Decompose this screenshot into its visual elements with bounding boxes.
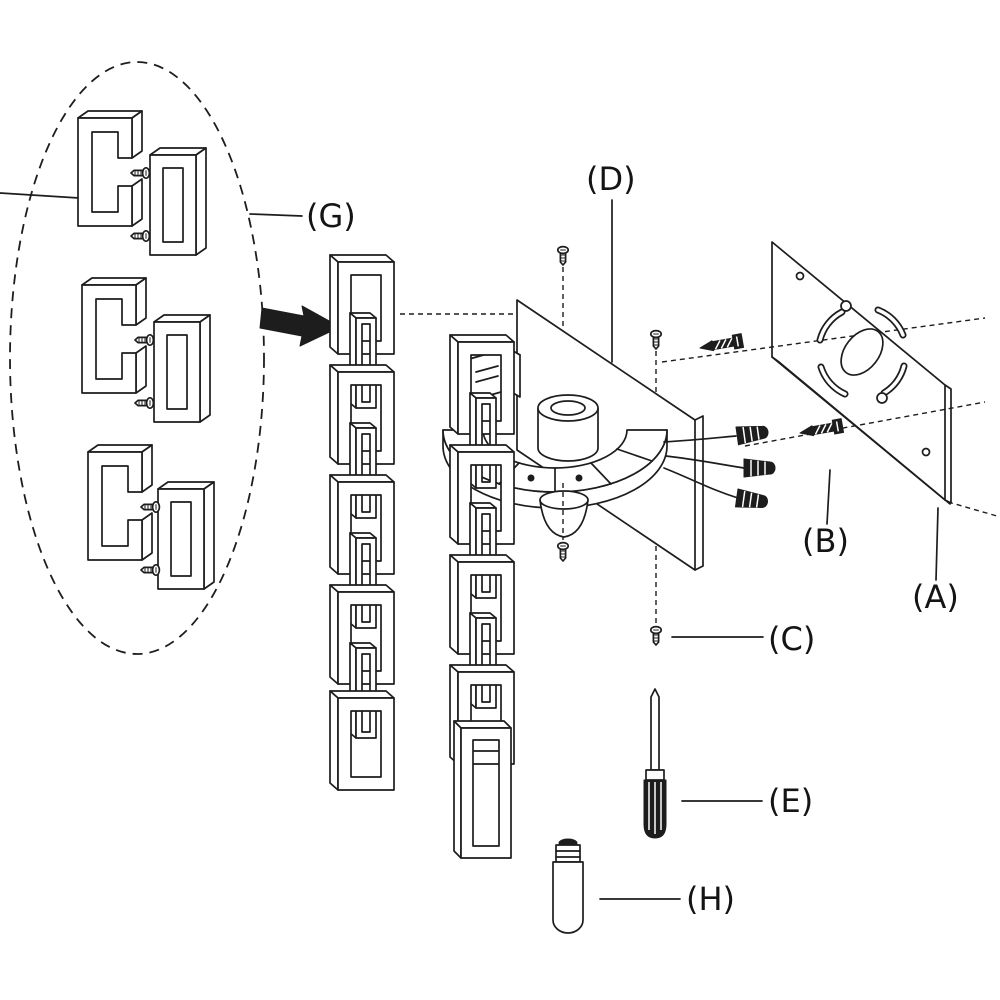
open-chain-link xyxy=(81,277,147,394)
label-a: (A) xyxy=(912,578,959,616)
link-screw xyxy=(140,500,161,514)
mounting-screw xyxy=(798,417,845,441)
wire-connector xyxy=(735,421,770,446)
plate-hole xyxy=(876,392,888,404)
label-d: (D) xyxy=(586,160,636,198)
bracket-screws xyxy=(556,245,663,646)
small-screw-c xyxy=(649,625,663,646)
leader-line-left-edge xyxy=(0,192,80,199)
bracket-thickness-edge xyxy=(694,415,704,571)
wire xyxy=(663,467,739,499)
chain-link-detail-bubble xyxy=(0,61,265,655)
plate-hole xyxy=(921,447,931,457)
chain-link xyxy=(349,312,377,409)
screwdriver-ferrule xyxy=(645,769,665,781)
leader-line-a xyxy=(935,507,939,581)
wiring xyxy=(663,421,776,512)
closed-chain-link xyxy=(157,481,215,590)
plate-center-hole xyxy=(840,328,884,376)
open-chain-link xyxy=(77,110,143,227)
wire-connector xyxy=(734,488,770,512)
chain-link xyxy=(469,612,497,709)
band-screw-dot xyxy=(527,474,535,482)
arrow-right-icon xyxy=(259,305,341,347)
small-screw xyxy=(556,541,570,562)
chain-link xyxy=(329,690,395,791)
chain-link xyxy=(469,502,497,599)
wire xyxy=(665,455,745,469)
chain-left xyxy=(329,254,395,791)
plate-thickness-edge xyxy=(944,384,952,504)
label-e: (E) xyxy=(768,782,813,820)
light-bulb xyxy=(552,838,584,934)
bulb-glass xyxy=(552,861,584,934)
mounting-plate xyxy=(661,241,998,517)
label-b: (B) xyxy=(802,522,849,560)
lower-cup xyxy=(539,490,589,538)
detail-ellipse xyxy=(9,61,265,655)
callouts: (G) (D) (B) (A) (C) (E) (H) xyxy=(249,160,959,918)
axis-dashed-line xyxy=(947,501,998,517)
link-screw xyxy=(130,166,151,180)
label-c: (C) xyxy=(768,620,815,658)
label-h: (H) xyxy=(686,880,735,918)
label-g: (G) xyxy=(306,197,356,235)
open-chain-link xyxy=(87,444,153,561)
leader-line-b xyxy=(826,469,831,525)
link-screw xyxy=(130,229,151,243)
small-screw xyxy=(649,329,663,350)
wire xyxy=(663,435,737,443)
closed-chain-link xyxy=(149,147,207,256)
screwdriver-shaft xyxy=(650,688,660,771)
plate-hole xyxy=(840,300,852,312)
lamp-arm xyxy=(442,347,668,538)
band-screw-dot xyxy=(575,474,583,482)
axis-dashed-line xyxy=(744,401,986,447)
chain-link xyxy=(453,720,512,859)
bulb-base xyxy=(555,844,581,863)
wall-bracket xyxy=(516,299,704,571)
lamp-socket xyxy=(537,394,599,462)
link-screw xyxy=(140,563,161,577)
screwdriver xyxy=(643,688,667,839)
closed-chain-link xyxy=(153,314,211,423)
leader-line-g xyxy=(249,213,303,217)
chain-link xyxy=(349,422,377,519)
chain-link xyxy=(349,532,377,629)
link-screw xyxy=(134,396,155,410)
plate-bottom-edge xyxy=(771,356,951,505)
plate-slots xyxy=(816,306,908,398)
wire-connector xyxy=(743,458,776,478)
small-screw xyxy=(556,245,570,266)
link-screw xyxy=(134,333,155,347)
chain-right xyxy=(449,334,515,859)
plate-hole xyxy=(795,271,805,281)
